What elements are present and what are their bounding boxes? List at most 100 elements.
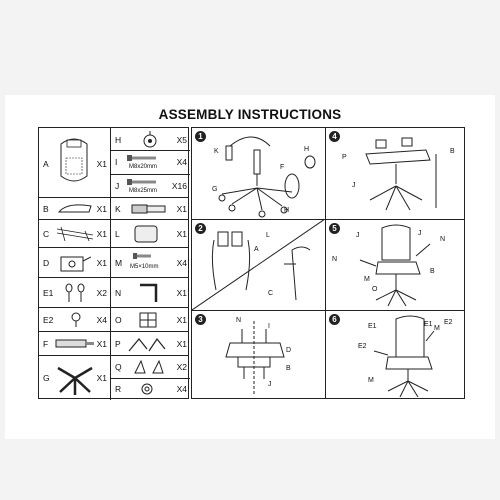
finished-chair-diagram [373, 315, 435, 398]
gas-lift-icon [55, 339, 94, 348]
part-cell: L X1 [111, 220, 190, 247]
backrest-icon [60, 138, 88, 182]
step-number: 6 [329, 314, 340, 325]
callout-label: D [286, 347, 292, 354]
part-cell: K X1 [111, 198, 190, 219]
table-row: B X1 K X1 [39, 198, 188, 220]
callout-label: G [212, 186, 218, 193]
part-qty: X1 [176, 339, 187, 349]
callout-label: F [280, 164, 285, 171]
step-4-panel: 4 P B J [326, 128, 465, 219]
table-row: F X1 P X1 [39, 332, 188, 356]
mechanism-attach-diagram [225, 321, 285, 395]
backrest-attach-diagram [211, 231, 311, 301]
step-3-panel: 3 N I D B J [192, 311, 325, 399]
allen-key-icon [140, 283, 158, 302]
callout-label: A [254, 246, 259, 253]
table-row: E2 X4 O X1 [39, 308, 188, 332]
backrest-bolting-diagram [359, 224, 431, 307]
bolt-icon [127, 155, 156, 161]
gas-cylinder-icon [131, 204, 166, 214]
parts-table: A X1 H X5 I M8x20mm X4 [38, 127, 190, 400]
part-qty: X1 [96, 339, 107, 349]
callout-label: E1 [368, 323, 377, 330]
callout-label: B [450, 148, 455, 155]
part-letter: J [115, 181, 120, 191]
part-qty: X1 [176, 288, 187, 298]
part-cell: H X5 I M8x20mm X4 J M8x25mm X [111, 128, 190, 197]
part-letter: B [43, 204, 49, 214]
part-qty: X4 [176, 157, 187, 167]
part-cell: N X1 [111, 278, 190, 307]
step-number: 5 [329, 223, 340, 234]
part-qty: X2 [176, 362, 187, 372]
step-6-panel: 6 E1 E1 M E2 E2 M [326, 311, 465, 399]
callout-label: J [352, 182, 356, 189]
table-row: C X1 L X1 [39, 220, 188, 248]
part-letter: G [43, 373, 50, 383]
callout-label: M [368, 377, 374, 384]
wrench-tool-icon [139, 312, 157, 328]
part-cell: E2 X4 [39, 308, 111, 331]
callout-label: E2 [358, 343, 367, 350]
step-number: 4 [329, 131, 340, 142]
part-cell: P X1 [111, 332, 190, 355]
callout-label: N [236, 317, 242, 324]
part-letter: K [115, 204, 121, 214]
part-qty: X4 [176, 258, 187, 268]
table-row: D X1 M M5×10mm X4 [39, 248, 188, 278]
callout-label: J [418, 230, 422, 237]
part-qty: X1 [176, 229, 187, 239]
seat-armrest-diagram [365, 137, 437, 211]
part-letter: P [115, 339, 121, 349]
tilt-mechanism-icon [60, 256, 91, 272]
part-letter: E1 [43, 288, 54, 298]
washer-icon [71, 312, 81, 327]
callout-label: N [440, 236, 446, 243]
part-qty: X1 [176, 204, 187, 214]
callout-label: L [266, 232, 270, 239]
part-spec: M5×10mm [130, 264, 159, 270]
table-row: G X1 Q X2 R X4 [39, 356, 190, 400]
seat-cushion-icon [57, 204, 92, 213]
part-qty: X1 [96, 229, 107, 239]
callout-label: J [356, 232, 360, 239]
callout-label: P [342, 154, 347, 161]
callout-label: N [332, 256, 338, 263]
part-qty: X1 [96, 159, 107, 169]
step-5-panel: 5 J N N J M O B [326, 220, 465, 310]
part-qty: X4 [176, 384, 187, 394]
part-letter: D [43, 258, 50, 268]
callout-label: C [268, 290, 274, 297]
callout-label: K [214, 148, 219, 155]
part-qty: X5 [176, 135, 187, 145]
step-1-panel: 1 K H F G H [192, 128, 325, 219]
step-2-panel: 2 L A C [192, 220, 325, 310]
star-base-icon [57, 366, 93, 395]
part-cell: B X1 [39, 198, 111, 219]
step-number: 3 [195, 314, 206, 325]
callout-label: B [430, 268, 435, 275]
part-letter: N [115, 288, 122, 298]
callout-label: I [268, 323, 270, 330]
callout-label: J [268, 381, 272, 388]
part-letter: E2 [43, 315, 54, 325]
lumbar-pillow-icon [134, 225, 158, 243]
part-qty: X1 [96, 373, 107, 383]
part-cell: G X1 [39, 356, 111, 400]
part-letter: H [115, 135, 122, 145]
callout-label: M [364, 276, 370, 283]
step-number: 1 [195, 131, 206, 142]
screw-icon [133, 253, 151, 259]
part-spec: M8x20mm [129, 164, 158, 170]
part-qty: X1 [96, 258, 107, 268]
part-letter: L [115, 229, 120, 239]
part-letter: C [43, 229, 50, 239]
page-title: ASSEMBLY INSTRUCTIONS [158, 107, 342, 122]
part-cell: E1 X2 [39, 278, 111, 307]
part-qty: X4 [96, 315, 107, 325]
table-row: A X1 H X5 I M8x20mm X4 [39, 128, 190, 198]
part-cell: A X1 [39, 128, 111, 197]
part-letter: M [115, 258, 123, 268]
part-letter: A [43, 159, 49, 169]
